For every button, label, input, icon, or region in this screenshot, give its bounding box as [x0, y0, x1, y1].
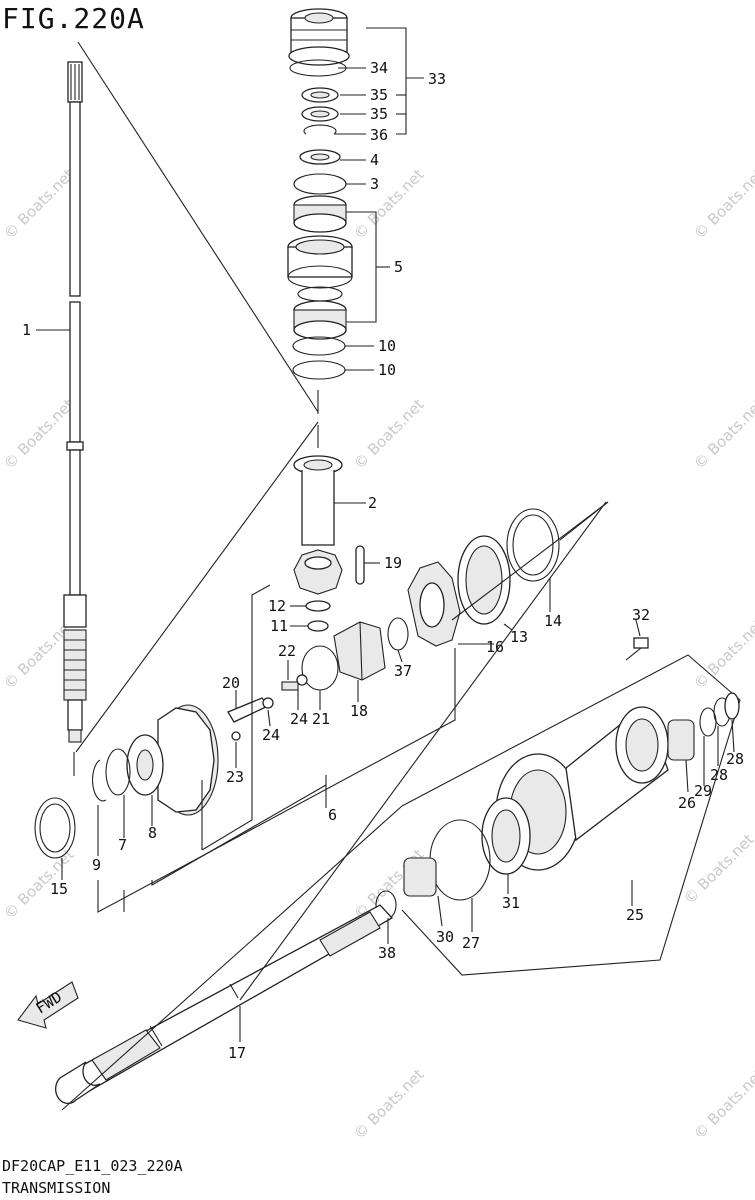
callout-23: 23	[226, 768, 244, 786]
watermark: © Boats.net	[350, 165, 428, 243]
callout-28a: 28	[726, 750, 744, 768]
callout-35b: 35	[370, 105, 388, 123]
callout-3: 3	[370, 175, 379, 193]
callout-24b: 24	[290, 710, 308, 728]
callout-5: 5	[394, 258, 403, 276]
callout-17: 17	[228, 1044, 246, 1062]
callout-31: 31	[502, 894, 520, 912]
callout-7: 7	[118, 836, 127, 854]
callout-34: 34	[370, 59, 388, 77]
callout-4: 4	[370, 151, 379, 169]
callout-35a: 35	[370, 86, 388, 104]
bracket-lines	[97, 501, 609, 913]
guide-line	[61, 805, 403, 1111]
watermark: © Boats.net	[690, 1065, 755, 1143]
callout-8: 8	[148, 824, 157, 842]
callout-18: 18	[350, 702, 368, 720]
fwd-arrow: FWD	[17, 981, 79, 1029]
callout-12: 12	[268, 597, 286, 615]
upper-bearing-stack	[287, 8, 353, 380]
watermark: © Boats.net	[350, 395, 428, 473]
callout-2: 2	[368, 494, 377, 512]
callout-16: 16	[486, 638, 504, 656]
callout-21: 21	[312, 710, 330, 728]
watermark: © Boats.net	[0, 395, 78, 473]
callout-26: 26	[678, 794, 696, 812]
leader-lines	[36, 27, 735, 1042]
callout-11: 11	[270, 617, 288, 635]
figure-name: TRANSMISSION	[2, 1179, 111, 1197]
callout-9: 9	[92, 856, 101, 874]
guide-line	[77, 41, 319, 413]
callout-labels: 1 2 3 4 5 6 7 8 9 10 10 11 12 13 14 15 1…	[22, 59, 744, 1062]
drive-shaft-part	[63, 61, 87, 743]
callout-15: 15	[50, 880, 68, 898]
callout-28b: 28	[710, 766, 728, 784]
callout-10b: 10	[378, 361, 396, 379]
callout-25: 25	[626, 906, 644, 924]
callout-29: 29	[694, 782, 712, 800]
callout-19: 19	[384, 554, 402, 572]
callout-14: 14	[544, 612, 562, 630]
figure-title: FIG.220A	[2, 2, 145, 35]
watermark: © Boats.net	[0, 165, 78, 243]
callout-30: 30	[436, 928, 454, 946]
callout-24a: 24	[262, 726, 280, 744]
callout-22: 22	[278, 642, 296, 660]
propeller-shaft-part	[54, 904, 394, 1105]
callout-1: 1	[22, 321, 31, 339]
callout-33: 33	[428, 70, 446, 88]
callout-20: 20	[222, 674, 240, 692]
figure-code: DF20CAP_E11_023_220A	[2, 1157, 183, 1175]
watermark: © Boats.net	[350, 1065, 428, 1143]
sleeve-part-2	[293, 455, 343, 546]
gear-cluster	[34, 508, 560, 859]
callout-10a: 10	[378, 337, 396, 355]
watermark: © Boats.net	[690, 395, 755, 473]
watermark: © Boats.net	[690, 615, 755, 693]
callout-38: 38	[378, 944, 396, 962]
watermark: © Boats.net	[690, 165, 755, 243]
callout-37: 37	[394, 662, 412, 680]
callout-27: 27	[462, 934, 480, 952]
callout-6: 6	[328, 806, 337, 824]
bearing-housing-group	[375, 637, 741, 976]
callout-13: 13	[510, 628, 528, 646]
callout-36: 36	[370, 126, 388, 144]
watermark: © Boats.net	[680, 830, 755, 908]
callout-32: 32	[632, 606, 650, 624]
guide-line	[75, 421, 319, 753]
guide-line	[239, 501, 607, 1001]
